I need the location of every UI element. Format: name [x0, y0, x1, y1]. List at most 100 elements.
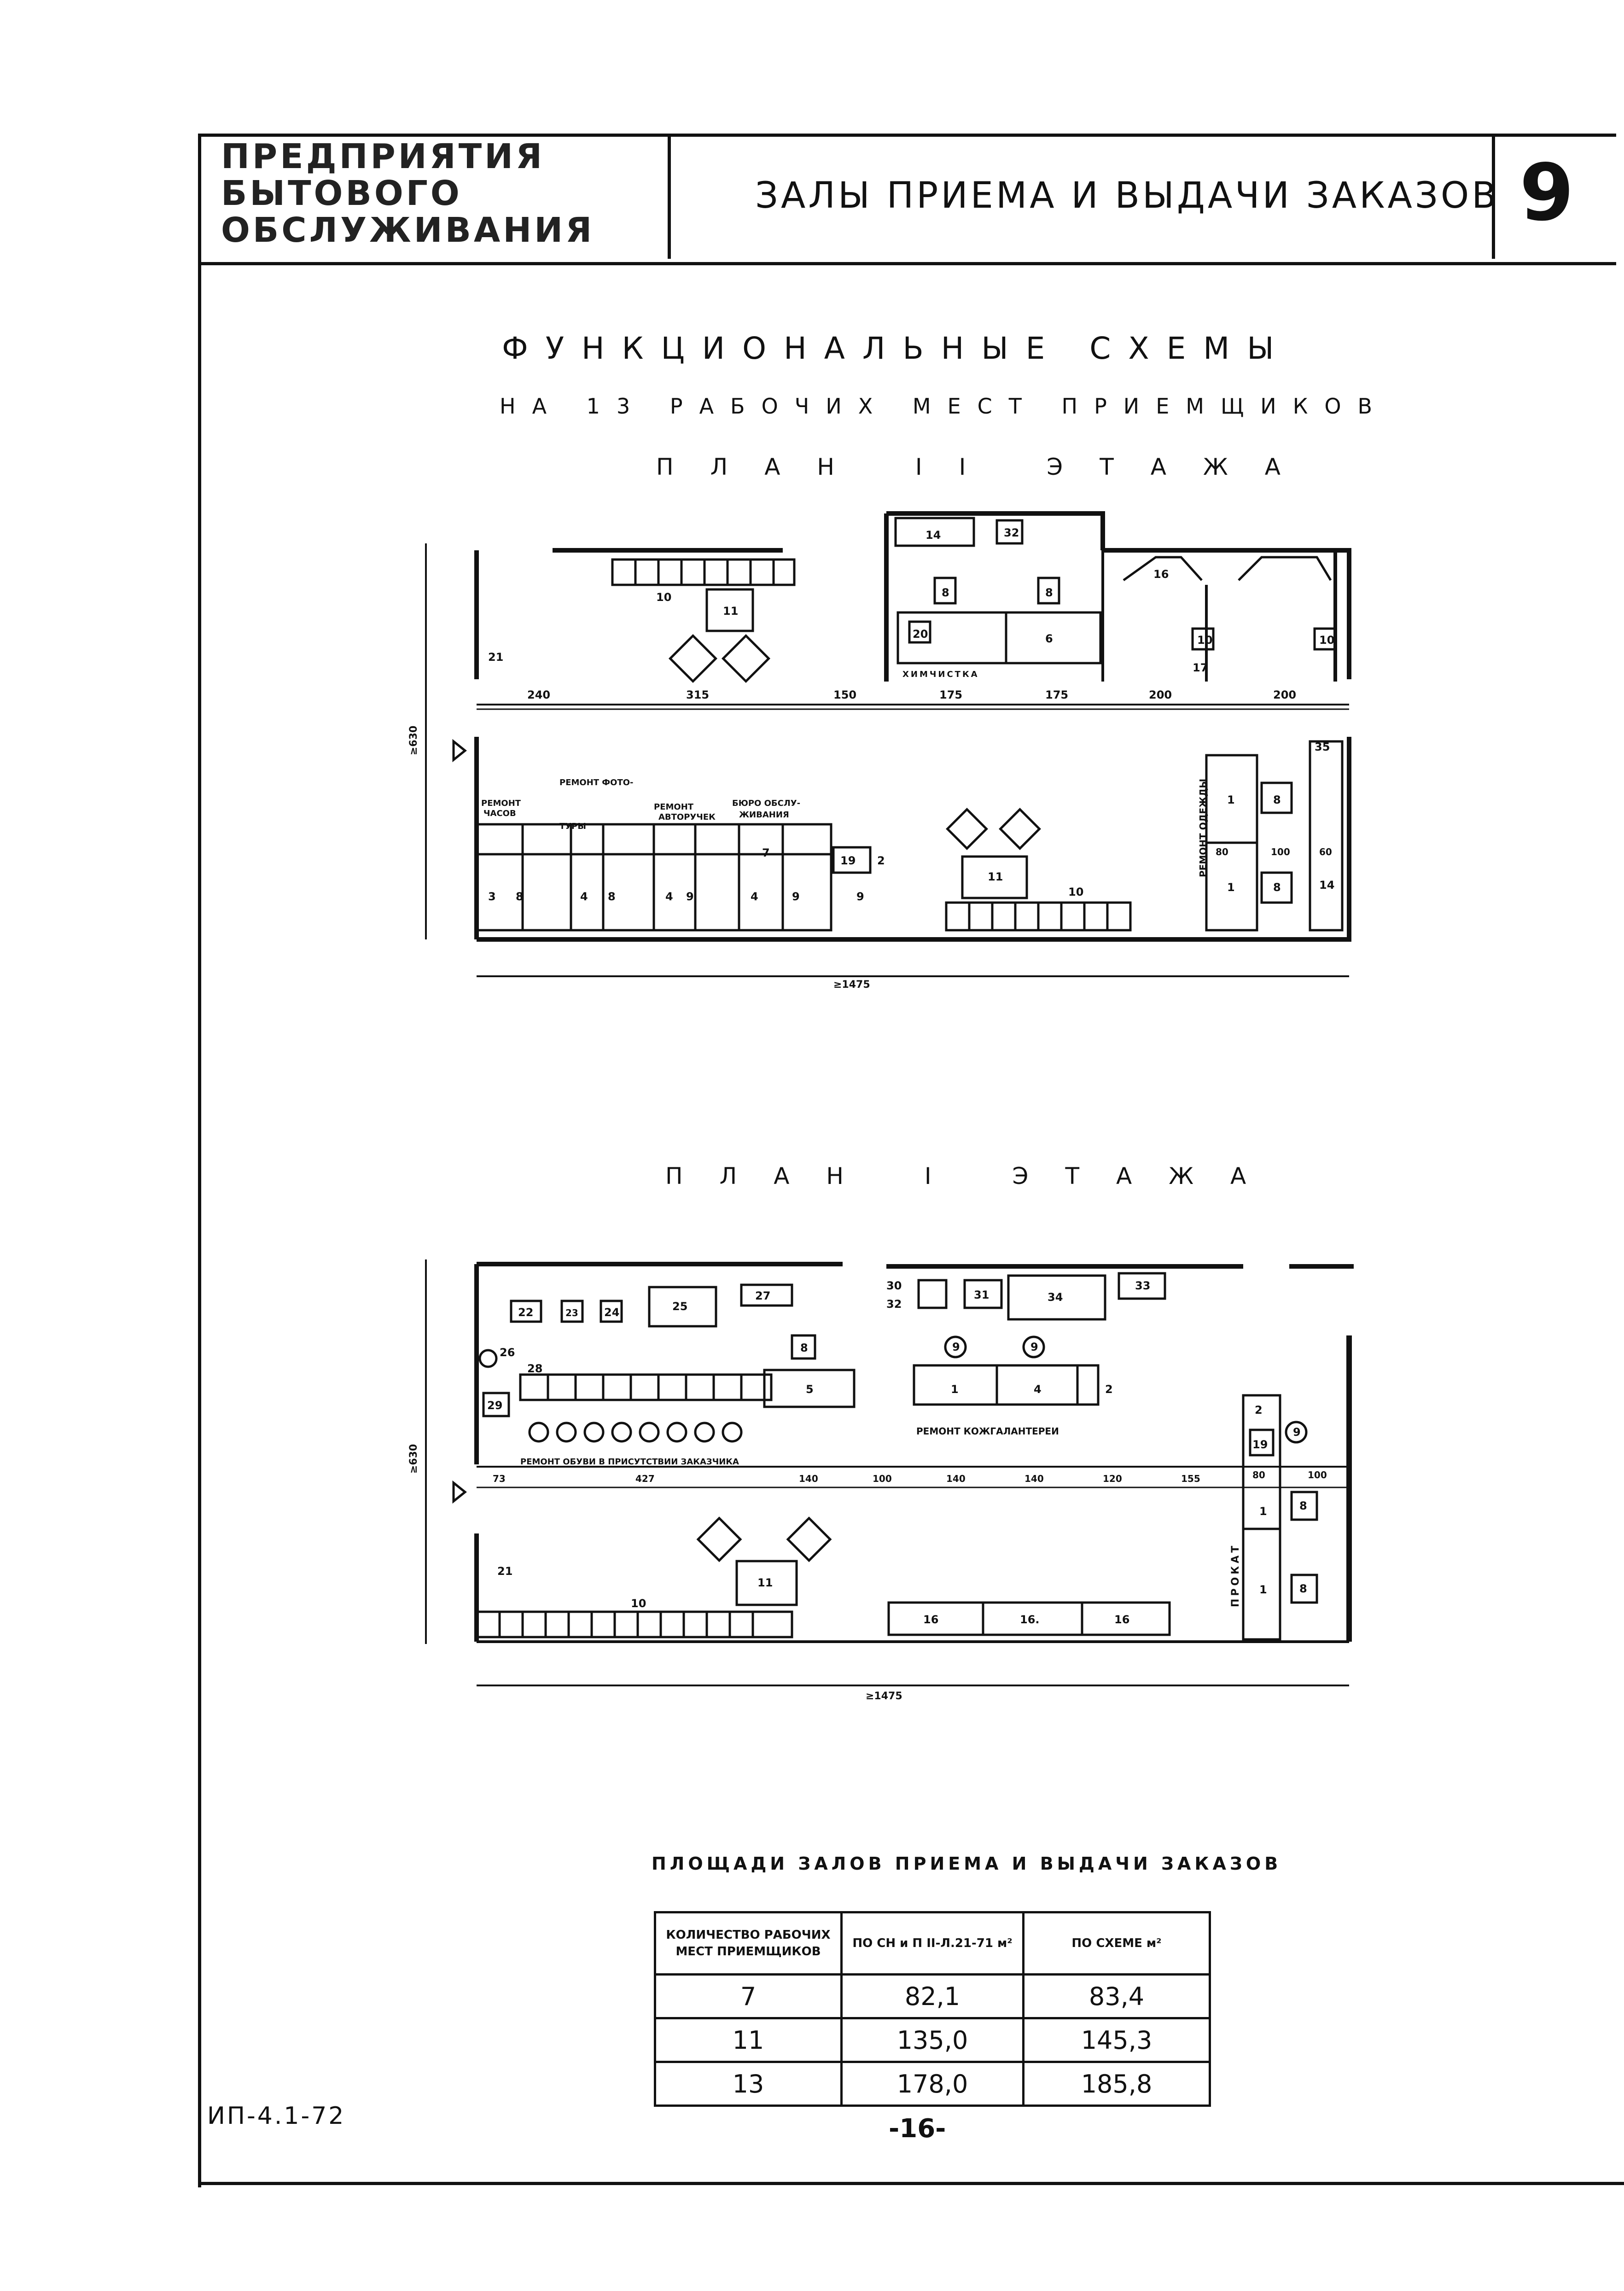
dim-label: 175: [1045, 688, 1068, 701]
room-label: РЕМОНТ ОБУВИ В ПРИСУТСТВИИ ЗАКАЗЧИКА: [520, 1457, 739, 1467]
plan-number: 1: [1227, 793, 1235, 806]
dim-label: 200: [1273, 688, 1296, 701]
room-label: БЮРО ОБСЛУ-: [732, 799, 800, 808]
plan-number: 2: [877, 854, 885, 867]
table-cell: 11: [654, 2017, 843, 2063]
dim-label: 150: [833, 688, 856, 701]
room-label: ПРОКАТ: [1230, 1543, 1241, 1607]
plan-number: 11: [757, 1576, 773, 1589]
room-label: ХИМЧИСТКА: [902, 670, 979, 679]
room-label: РЕМОНТ КОЖГАЛАНТЕРЕИ: [916, 1426, 1059, 1437]
dim-label: 140: [799, 1473, 818, 1484]
series-line: ПРЕДПРИЯТИЯ: [221, 137, 545, 176]
sheet-number: 9: [1519, 147, 1574, 239]
table-cell: 83,4: [1022, 1973, 1211, 2019]
plan-number: 17: [1193, 661, 1208, 674]
plan-number: 35: [1315, 740, 1330, 753]
plan-number: 9: [1293, 1426, 1301, 1439]
dim-label: 100: [873, 1473, 892, 1484]
dim-label: 120: [1103, 1473, 1122, 1484]
plan-number: 9: [1030, 1341, 1038, 1353]
plan-number: 3: [488, 890, 496, 903]
plan-number: 4: [751, 890, 758, 903]
plan-number: 9: [952, 1341, 960, 1353]
header-divider: [1492, 134, 1495, 259]
plan-number: 16: [1153, 568, 1169, 581]
plan-number: 34: [1048, 1291, 1063, 1304]
plan-number: 1: [1259, 1505, 1267, 1518]
plan-number: 33: [1135, 1279, 1150, 1292]
plan-number: 25: [672, 1300, 687, 1313]
table-cell: 178,0: [840, 2061, 1024, 2107]
plan-number: 1: [1227, 881, 1235, 894]
dim-label: ≥630: [408, 1444, 419, 1474]
dim-label: 427: [635, 1473, 655, 1484]
plan-number: 1: [1259, 1583, 1267, 1596]
plan-number: 31: [974, 1288, 989, 1301]
plan-number: 5: [806, 1383, 814, 1396]
plan-number: 24: [604, 1306, 619, 1319]
plan-number: 10: [1319, 634, 1334, 647]
plan-number: 19: [1252, 1438, 1268, 1451]
plan-number: 7: [762, 846, 770, 859]
plan-number: 4: [1034, 1383, 1042, 1396]
plan-number: 21: [497, 1565, 512, 1578]
table-row: 11 135,0 145,3: [654, 2017, 1211, 2063]
plan-number: 1: [951, 1383, 959, 1396]
dim-label: 100: [1308, 1469, 1327, 1481]
plan-number: 10: [656, 591, 671, 604]
table-title: ПЛОЩАДИ ЗАЛОВ ПРИЕМА И ВЫДАЧИ ЗАКАЗОВ: [652, 1854, 1282, 1874]
plan-number: 14: [1319, 879, 1334, 892]
plan2-heading: ПЛАН II ЭТАЖА: [656, 454, 1317, 480]
plan-number: 19: [840, 854, 856, 867]
dim-label: 315: [686, 688, 709, 701]
dim-label: 80: [1252, 1469, 1265, 1481]
plan-number: 8: [1299, 1582, 1307, 1595]
table-row: 13 178,0 185,8: [654, 2061, 1211, 2107]
dim-label: 175: [939, 688, 962, 701]
plan-number: 8: [1273, 881, 1281, 894]
dim-label: 60: [1319, 846, 1332, 857]
plan-number: 32: [1004, 526, 1019, 539]
areas-table: КОЛИЧЕСТВО РАБОЧИХ МЕСТ ПРИЕМЩИКОВ ПО СН…: [654, 1911, 1211, 2107]
plan-number: 2: [1255, 1404, 1263, 1417]
main-heading: ФУНКЦИОНАЛЬНЫЕ СХЕМЫ: [502, 331, 1292, 366]
dim-label: ≥630: [408, 726, 419, 755]
plan-number: 6: [1045, 632, 1053, 645]
plan-number: 14: [926, 529, 941, 542]
dim-label: 73: [493, 1473, 506, 1484]
room-label: РЕМОНТ: [654, 802, 694, 812]
plan-number: 8: [1299, 1499, 1307, 1512]
table-header: ПО СН и П II-Л.21-71 м²: [840, 1911, 1024, 1976]
dim-label: 100: [1271, 846, 1290, 857]
room-label: ТУРЫ: [559, 822, 586, 831]
dim-label: ≥1475: [866, 1691, 902, 1702]
plan-number: 28: [527, 1362, 542, 1375]
header-frame: [198, 134, 1616, 265]
plan-number: 4: [665, 890, 673, 903]
plan-number: 26: [500, 1346, 515, 1359]
plan-number: 8: [608, 890, 616, 903]
sub-heading: НА 13 РАБОЧИХ МЕСТ ПРИЕМЩИКОВ: [500, 394, 1389, 419]
table-cell: 82,1: [840, 1973, 1024, 2019]
plan-number: 21: [488, 651, 503, 664]
table-cell: 185,8: [1022, 2061, 1211, 2107]
series-line: БЫТОВОГО: [221, 174, 462, 213]
dim-label: 140: [946, 1473, 966, 1484]
plan-number: 30: [886, 1279, 902, 1292]
dim-label: 200: [1149, 688, 1172, 701]
page-border-bottom: [198, 2182, 1624, 2185]
room-label: РЕМОНТ: [481, 799, 521, 808]
table-header: ПО СХЕМЕ м²: [1022, 1911, 1211, 1976]
table-cell: 145,3: [1022, 2017, 1211, 2063]
plan-number: 27: [755, 1289, 770, 1302]
table-cell: 13: [654, 2061, 843, 2107]
table-cell: 7: [654, 1973, 843, 2019]
plan-number: 8: [516, 890, 524, 903]
plan-number: 32: [886, 1298, 902, 1311]
plan-number: 9: [686, 890, 694, 903]
plan-number: 16: [1114, 1613, 1129, 1626]
table-row: 7 82,1 83,4: [654, 1973, 1211, 2019]
plan-number: 29: [487, 1399, 502, 1412]
room-label: АВТОРУЧЕК: [658, 812, 716, 822]
